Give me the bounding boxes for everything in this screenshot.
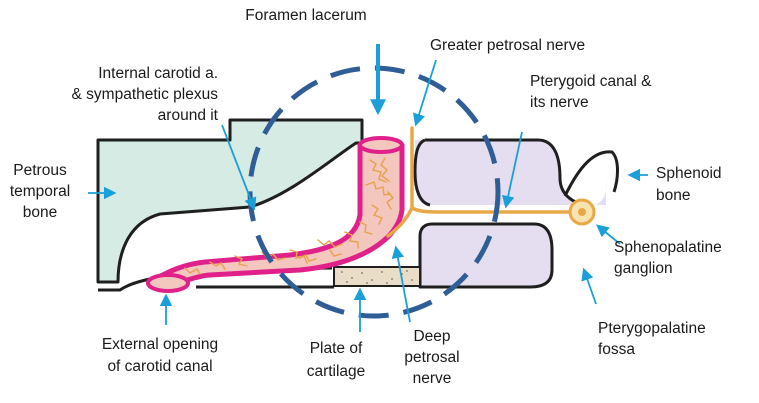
label-deep-petrosal-2: petrosal bbox=[404, 349, 459, 366]
pointer-arrows bbox=[88, 59, 648, 332]
label-plate-of-cartilage-1: Plate of bbox=[310, 340, 363, 357]
label-petrous-2: temporal bbox=[10, 183, 70, 200]
label-greater-petrosal-nerve: Greater petrosal nerve bbox=[430, 37, 585, 54]
pterygoid-nerve-path bbox=[410, 206, 570, 214]
arrow-greater-petrosal bbox=[412, 59, 437, 127]
foramen-lacerum-circle bbox=[247, 65, 501, 319]
label-sphenoid-1: Sphenoid bbox=[656, 165, 722, 182]
arrow-sphenopalatine-ganglion bbox=[596, 224, 621, 245]
sphenoid-bone-upper bbox=[415, 140, 607, 206]
deep-petrosal-nerve-path bbox=[386, 206, 414, 238]
label-pterygopalatine-1: Pterygopalatine bbox=[598, 320, 706, 337]
label-pterygopalatine-2: fossa bbox=[598, 341, 635, 358]
label-sphenopalatine-1: Sphenopalatine bbox=[614, 239, 722, 256]
label-internal-carotid-2: & sympathetic plexus bbox=[72, 86, 219, 103]
label-internal-carotid-3: around it bbox=[158, 107, 219, 124]
sphenoid-left-edge bbox=[413, 138, 431, 207]
sympathetic-plexus bbox=[184, 157, 395, 275]
arrow-pterygopalatine-fossa bbox=[581, 267, 597, 305]
internal-carotid-top-opening bbox=[358, 136, 404, 154]
label-external-opening-1: External opening bbox=[102, 336, 218, 353]
label-petrous-3: bone bbox=[23, 204, 57, 221]
sphenopalatine-ganglion-core bbox=[578, 208, 586, 216]
label-internal-carotid-1: Internal carotid a. bbox=[98, 65, 218, 82]
label-petrous-1: Petrous bbox=[13, 162, 67, 179]
nerves bbox=[386, 126, 570, 238]
label-deep-petrosal-3: nerve bbox=[413, 370, 452, 387]
plate-of-cartilage bbox=[333, 266, 421, 287]
label-deep-petrosal-1: Deep bbox=[413, 328, 450, 345]
label-plate-of-cartilage-2: cartilage bbox=[307, 363, 366, 380]
arrow-pterygoid-canal bbox=[501, 131, 523, 209]
label-pterygoid-canal-2: its nerve bbox=[530, 94, 589, 111]
sphenoid-hook bbox=[563, 150, 619, 197]
sphenoid-bone-lower bbox=[418, 222, 554, 289]
label-foramen-lacerum: Foramen lacerum bbox=[245, 7, 366, 24]
label-sphenopalatine-2: ganglion bbox=[614, 260, 673, 277]
label-pterygoid-canal-1: Pterygoid canal & bbox=[530, 73, 652, 90]
external-carotid-opening bbox=[146, 273, 190, 293]
arrow-internal-carotid bbox=[221, 124, 257, 211]
label-sphenoid-2: bone bbox=[656, 187, 690, 204]
label-external-opening-2: of carotid canal bbox=[107, 358, 212, 375]
arrow-deep-petrosal bbox=[391, 245, 411, 323]
petrous-temporal-bone bbox=[96, 118, 364, 284]
